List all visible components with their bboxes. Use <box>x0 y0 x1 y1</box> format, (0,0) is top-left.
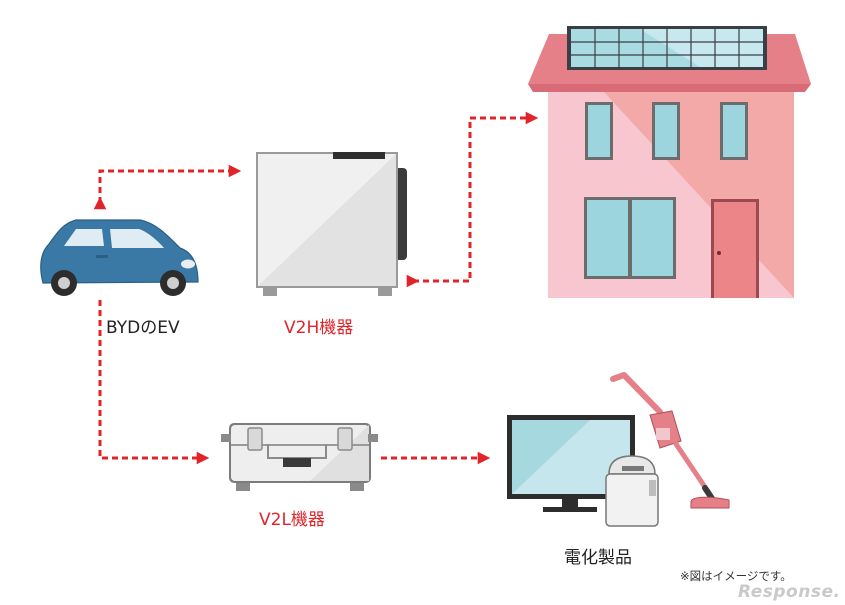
v2l-label: V2L機器 <box>259 510 325 530</box>
house-illustration <box>528 26 811 298</box>
appliances-label: 電化製品 <box>564 548 632 568</box>
arrow-ev-v2h <box>93 164 242 210</box>
ev-label: BYDのEV <box>106 318 180 338</box>
arrow-v2h-house <box>406 111 539 288</box>
arrow-ev-v2l <box>98 300 210 465</box>
v2h-label: V2H機器 <box>284 318 354 338</box>
electric-pot-icon <box>605 455 659 527</box>
flow-arrows <box>93 111 539 465</box>
image-note: ※図はイメージです。 <box>680 569 792 583</box>
v2h-device-illustration <box>256 152 407 296</box>
house-windows <box>584 102 748 279</box>
v2l-device-illustration <box>221 423 378 491</box>
house-door <box>711 199 759 298</box>
solar-panel-icon <box>567 26 767 70</box>
watermark-logo: Response. <box>738 582 841 602</box>
ev-car-illustration <box>40 219 199 296</box>
appliances-illustration <box>507 372 730 527</box>
vacuum-cleaner-icon <box>610 372 730 509</box>
